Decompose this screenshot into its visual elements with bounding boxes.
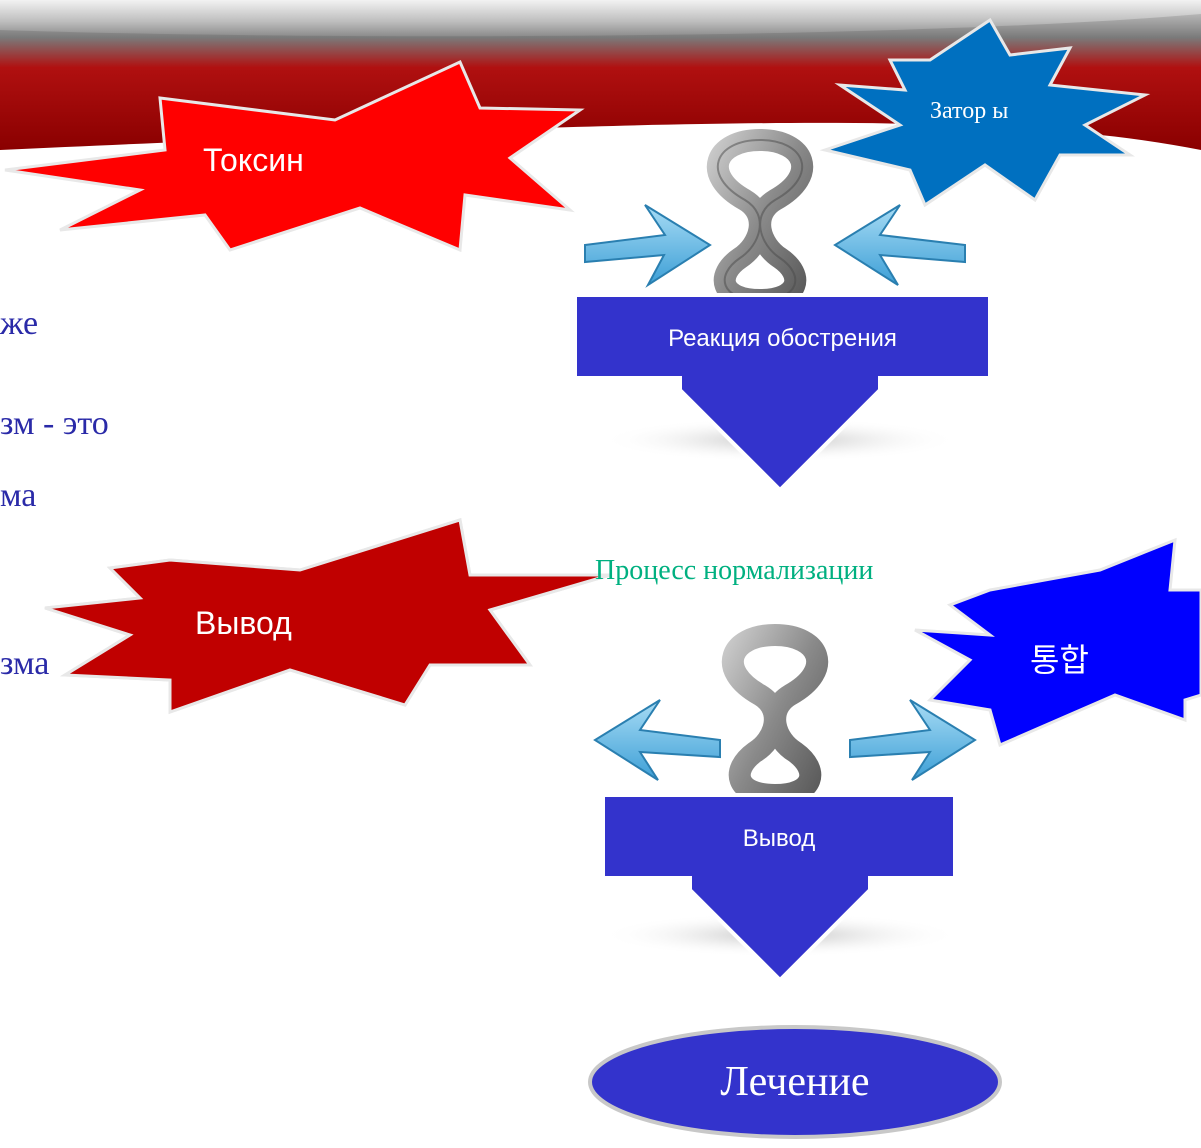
blockages-burst (819, 17, 1151, 208)
withdrawal-burst (44, 518, 611, 715)
flow-box-1 (573, 293, 992, 493)
flow-box-2 (600, 793, 960, 983)
flow-box-2-label: Вывод (742, 825, 816, 852)
omega-connector-icon (706, 129, 814, 311)
final-label: Лечение (720, 1059, 870, 1105)
integration-burst (914, 537, 1201, 748)
blockages-label: Затор ы (930, 98, 1009, 124)
withdrawal-burst-label: Вывод (195, 605, 292, 641)
arrows-inward-icon (584, 204, 966, 288)
body-text-line-3: ма (0, 477, 37, 514)
toxin-label: Токсин (203, 142, 304, 178)
normalization-label: Процесс нормализации (595, 555, 874, 586)
arrows-outward-icon (593, 699, 977, 781)
toxin-burst (4, 59, 585, 253)
omega-connector-icon-2 (721, 624, 829, 806)
body-text-line-4: зма (0, 645, 50, 682)
final-ellipse (588, 1025, 1002, 1139)
body-text-line-2: зм - это (0, 405, 109, 442)
flow-box-1-label: Реакция обострения (668, 325, 897, 352)
integration-label: 통합 (1030, 642, 1089, 678)
body-text-line-1: же (0, 305, 39, 342)
